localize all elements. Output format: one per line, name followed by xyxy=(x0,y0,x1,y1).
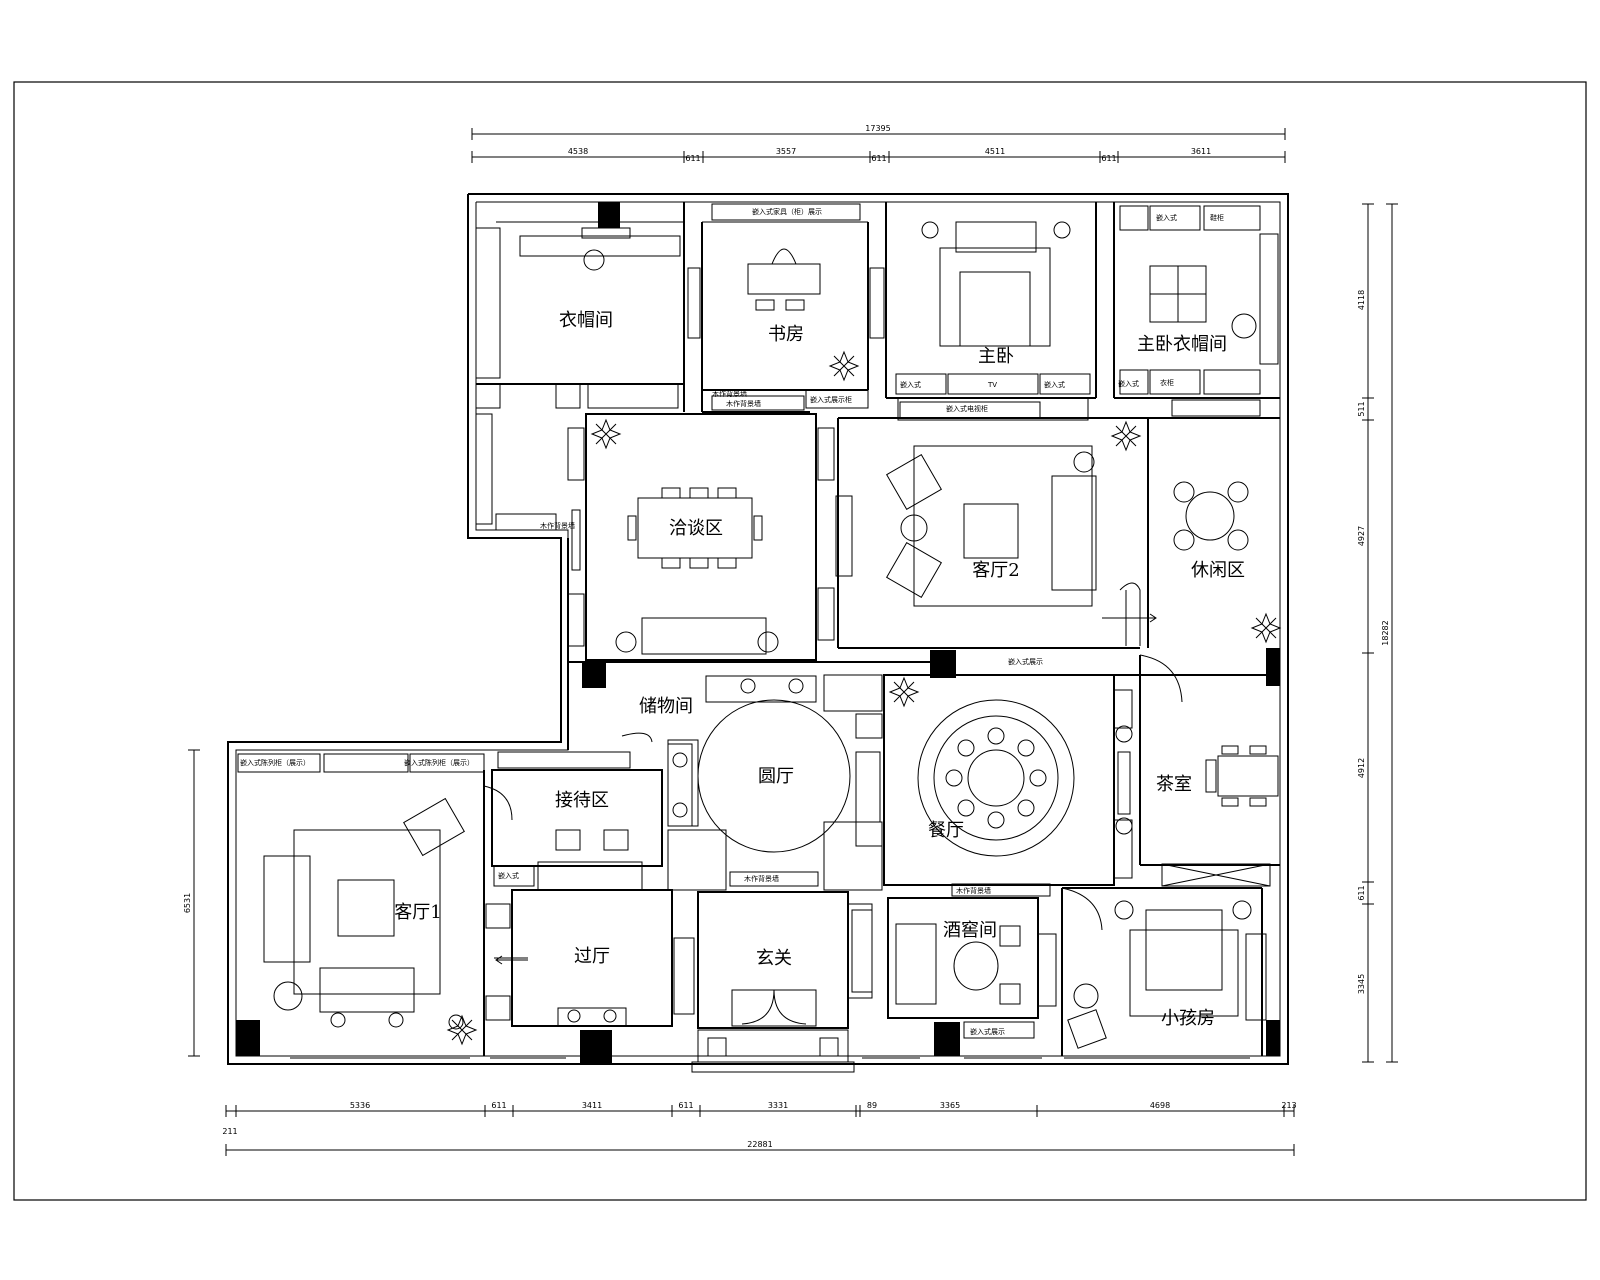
dim-bottom-seg-4: 611 xyxy=(678,1101,693,1110)
room-labels: 衣帽间 书房 主卧 主卧衣帽间 洽谈区 客厅2 休闲区 储物间 圆厅 餐厅 茶室… xyxy=(394,310,1245,1029)
annotation: 木作背景墙 xyxy=(726,399,761,408)
dim-right-seg-4: 4912 xyxy=(1357,758,1366,778)
dim-left-total: 6531 xyxy=(183,893,192,913)
dim-right-seg-6: 3345 xyxy=(1357,974,1366,994)
room-label-qiatanqu: 洽谈区 xyxy=(669,518,723,539)
room-label-keting1: 客厅1 xyxy=(394,902,441,923)
dim-bottom-seg-2: 611 xyxy=(491,1101,506,1110)
dim-top-seg-4: 611 xyxy=(871,154,886,163)
annotations: 嵌入式家具（柜）展示 嵌入式 TV 嵌入式 嵌入式电视柜 嵌入式展示柜 木作背景… xyxy=(240,207,1224,1036)
annotation: 嵌入式展示 xyxy=(970,1027,1005,1036)
plant-icon xyxy=(590,418,622,450)
dim-top-seg-5: 4511 xyxy=(985,147,1005,156)
dim-top-total: 17395 xyxy=(865,124,890,133)
dim-right-seg-5: 611 xyxy=(1357,885,1366,900)
annotation: 嵌入式 xyxy=(1156,213,1177,222)
plant-icon xyxy=(1250,612,1282,644)
room-label-canting: 餐厅 xyxy=(928,820,964,841)
annotation: TV xyxy=(987,381,997,389)
annotation: 嵌入式 xyxy=(1118,379,1139,388)
dim-bottom-seg-7: 3365 xyxy=(940,1101,960,1110)
dim-top-seg-3: 3557 xyxy=(776,147,796,156)
left-dimensions: 6531 xyxy=(183,749,200,1057)
dim-bottom-left: 211 xyxy=(222,1127,237,1136)
dim-top-seg-2: 611 xyxy=(685,154,700,163)
dim-right-seg-3: 4927 xyxy=(1357,526,1366,546)
plant-icon xyxy=(828,350,860,382)
dim-bottom-seg-9: 213 xyxy=(1281,1101,1296,1110)
dim-top-seg-1: 4538 xyxy=(568,147,588,156)
annotation: 鞋柜 xyxy=(1210,213,1224,222)
furniture xyxy=(237,203,1279,1073)
annotation: 嵌入式陈列柜（展示） xyxy=(240,758,310,767)
right-dimensions: 4118 511 4927 4912 611 3345 18282 xyxy=(1357,203,1398,1063)
plant-icon xyxy=(446,1014,478,1046)
room-label-yuanting: 圆厅 xyxy=(758,766,794,787)
room-label-jiedaiqu: 接待区 xyxy=(555,790,609,811)
annotation: 嵌入式展示 xyxy=(1008,657,1043,666)
dim-right-seg-1: 4118 xyxy=(1357,290,1366,310)
top-dimensions: 17395 4538 611 3557 611 4511 611 3611 xyxy=(471,124,1286,163)
exterior-walls xyxy=(227,193,1289,1065)
dim-top-seg-6: 611 xyxy=(1101,154,1116,163)
dim-right-total: 18282 xyxy=(1381,620,1390,645)
room-label-zhuwo-yimaojian: 主卧衣帽间 xyxy=(1137,334,1227,355)
pillars xyxy=(236,202,1280,1064)
room-label-xuanguan: 玄关 xyxy=(756,948,792,969)
drawing-frame xyxy=(13,81,1587,1201)
dim-bottom-seg-1: 5336 xyxy=(350,1101,370,1110)
room-label-yimaojian: 衣帽间 xyxy=(559,310,613,331)
annotation: 木作背景墙 xyxy=(540,521,575,530)
room-label-xiuxianqu: 休闲区 xyxy=(1191,560,1245,581)
annotation: 衣柜 xyxy=(1160,378,1174,387)
room-label-shufang: 书房 xyxy=(768,324,804,345)
plant-icons xyxy=(446,350,1282,1046)
annotation: 木作背景墙 xyxy=(712,389,747,398)
room-label-chashi: 茶室 xyxy=(1156,774,1192,795)
room-label-keting2: 客厅2 xyxy=(972,560,1019,581)
room-label-guoting: 过厅 xyxy=(574,946,610,967)
annotation: 嵌入式展示柜 xyxy=(810,395,852,404)
plant-icon xyxy=(888,676,920,708)
dim-top-seg-7: 3611 xyxy=(1191,147,1211,156)
dim-right-seg-2: 511 xyxy=(1357,401,1366,416)
annotation: 嵌入式陈列柜（展示） xyxy=(404,758,474,767)
dim-bottom-seg-5: 3331 xyxy=(768,1101,788,1110)
room-label-xiaohaifang: 小孩房 xyxy=(1161,1008,1215,1029)
annotation: 嵌入式 xyxy=(498,871,519,880)
room-label-chuwujian: 储物间 xyxy=(639,696,693,717)
bottom-dimensions: 5336 611 3411 611 3331 89 3365 4698 213 … xyxy=(222,1101,1297,1156)
annotation: 嵌入式 xyxy=(1044,380,1065,389)
dim-bottom-seg-6: 89 xyxy=(867,1101,877,1110)
plant-icon xyxy=(1110,420,1142,452)
annotation: 嵌入式电视柜 xyxy=(946,404,988,413)
dim-bottom-seg-3: 3411 xyxy=(582,1101,602,1110)
annotation: 嵌入式家具（柜）展示 xyxy=(752,207,822,216)
dim-bottom-seg-8: 4698 xyxy=(1150,1101,1170,1110)
room-label-jiujiaojian: 酒窖间 xyxy=(943,920,997,941)
room-label-zhuwo: 主卧 xyxy=(978,346,1014,367)
annotation: 木作背景墙 xyxy=(744,874,779,883)
annotation: 嵌入式 xyxy=(900,380,921,389)
annotation: 木作背景墙 xyxy=(956,886,991,895)
dim-bottom-total: 22881 xyxy=(747,1140,772,1149)
